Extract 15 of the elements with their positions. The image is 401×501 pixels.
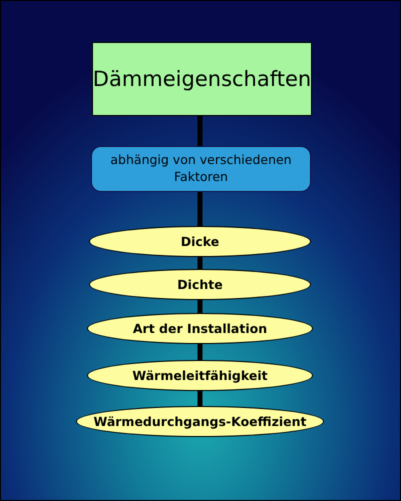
- connector-line: [198, 391, 202, 406]
- node-label: Wärmedurchgangs-Koeffizient: [93, 414, 306, 429]
- node-label: abhängig von verschiedenen Faktoren: [109, 152, 293, 186]
- connector-line: [198, 116, 202, 146]
- node-label: Dicke: [180, 234, 220, 249]
- connector-line: [198, 257, 202, 269]
- node-label: Dichte: [177, 277, 223, 292]
- connector-line: [198, 192, 202, 226]
- node-label: Wärmeleitfähigkeit: [132, 368, 268, 383]
- connector-line: [198, 300, 202, 313]
- title-box: [92, 42, 312, 116]
- rounded-box: [91, 146, 311, 192]
- node-label: Dämmeigenschaften: [92, 67, 312, 91]
- node-label: Art der Installation: [132, 321, 268, 336]
- connector-line: [198, 344, 202, 360]
